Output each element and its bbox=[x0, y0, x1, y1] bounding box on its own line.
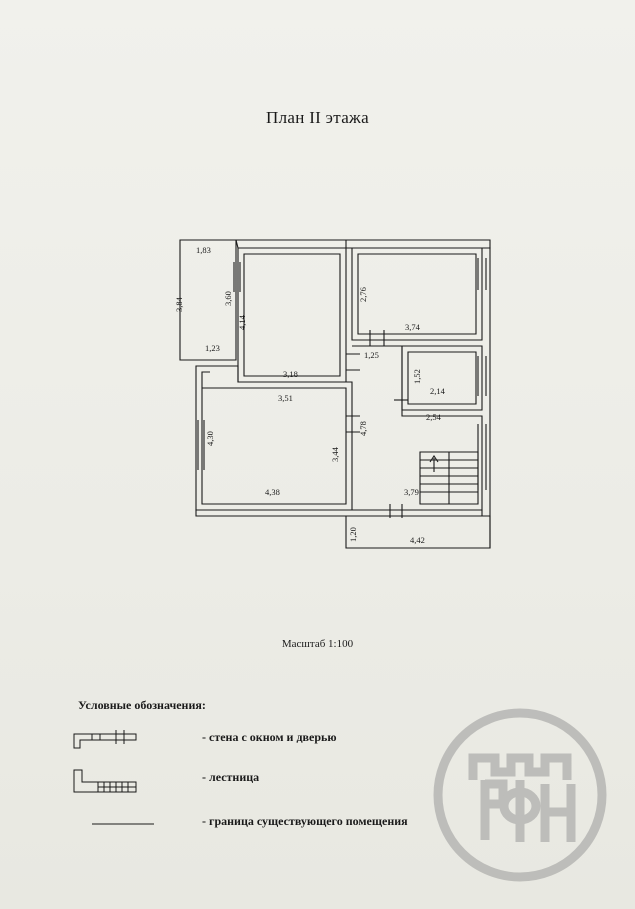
room-2-inner bbox=[357, 253, 477, 335]
dim-hall-depth: 4,78 bbox=[358, 421, 368, 436]
bottom-wall bbox=[195, 509, 483, 517]
dim-room2-width: 3,74 bbox=[405, 322, 421, 332]
dim-room1-width: 3,18 bbox=[283, 369, 298, 379]
dim-room1-depth-a: 3,60 bbox=[223, 291, 233, 306]
room-1-wall bbox=[237, 247, 347, 383]
legend-title: Условные обозначения: bbox=[78, 698, 206, 712]
stair-outline bbox=[419, 451, 479, 505]
terrace-outline bbox=[345, 515, 491, 549]
room-3-inner bbox=[201, 371, 347, 505]
dim-room1-depth-b: 4,14 bbox=[237, 314, 247, 330]
window-mark bbox=[233, 262, 241, 292]
window-mark bbox=[477, 258, 487, 290]
stair-symbol bbox=[73, 769, 137, 793]
dim-room3-depth: 4,30 bbox=[205, 431, 215, 446]
dim-terrace-width: 4,42 bbox=[410, 535, 425, 545]
dim-stair-width: 3,79 bbox=[404, 487, 419, 497]
stair-arrow bbox=[429, 455, 439, 472]
room-1-inner bbox=[243, 253, 341, 377]
scale-label: Масштаб 1:100 bbox=[281, 638, 354, 650]
outer-wall bbox=[346, 239, 491, 249]
door-mark bbox=[346, 415, 360, 433]
legend-item-boundary: - граница существующего помещения bbox=[70, 810, 570, 840]
door-mark bbox=[346, 353, 360, 371]
window-mark bbox=[477, 424, 487, 490]
bath-inner bbox=[407, 351, 477, 405]
dim-corridor-gap: 1,25 bbox=[364, 350, 379, 360]
wall-window-door-symbol bbox=[73, 730, 137, 749]
legend-label-wall: - стена с окном и дверью bbox=[202, 730, 337, 744]
room-2-wall bbox=[351, 247, 483, 341]
dim-room3-inner-depth: 3,44 bbox=[330, 446, 340, 462]
page-title: План II этажа bbox=[266, 108, 369, 127]
door-mark bbox=[389, 504, 403, 518]
dim-bath-width: 2,14 bbox=[430, 386, 446, 396]
legend-item-stair: - лестница bbox=[70, 766, 570, 796]
dim-terrace-depth: 1,20 bbox=[348, 527, 358, 542]
outer-wall bbox=[482, 247, 491, 549]
boundary-line-symbol bbox=[92, 823, 154, 825]
legend-label-boundary: - граница существующего помещения bbox=[202, 814, 408, 828]
window-mark bbox=[197, 420, 205, 470]
dim-hall-width: 2,54 bbox=[426, 412, 442, 422]
legend-label-stair: - лестница bbox=[202, 770, 260, 784]
dim-balcony-gap: 1,23 bbox=[205, 343, 220, 353]
outer-wall bbox=[235, 239, 347, 249]
dim-balcony-width: 1,83 bbox=[196, 245, 211, 255]
dim-balcony-depth: 3,84 bbox=[174, 296, 184, 312]
window-mark bbox=[477, 356, 487, 396]
stamp-logo bbox=[433, 708, 607, 882]
balcony-outline bbox=[179, 239, 237, 361]
dim-room3-width-top: 3,51 bbox=[278, 393, 293, 403]
legend-item-wall: - стена с окном и дверью bbox=[70, 726, 570, 756]
dim-bath-depth: 1,52 bbox=[412, 369, 422, 384]
floor-plan: 1,83 3,84 3,60 4,14 1,23 3,18 2,76 3,74 … bbox=[174, 239, 491, 549]
dim-room3-width: 4,38 bbox=[265, 487, 280, 497]
door-mark bbox=[369, 330, 385, 346]
dim-room2-depth: 2,76 bbox=[358, 287, 368, 302]
stair-steps bbox=[420, 452, 478, 504]
